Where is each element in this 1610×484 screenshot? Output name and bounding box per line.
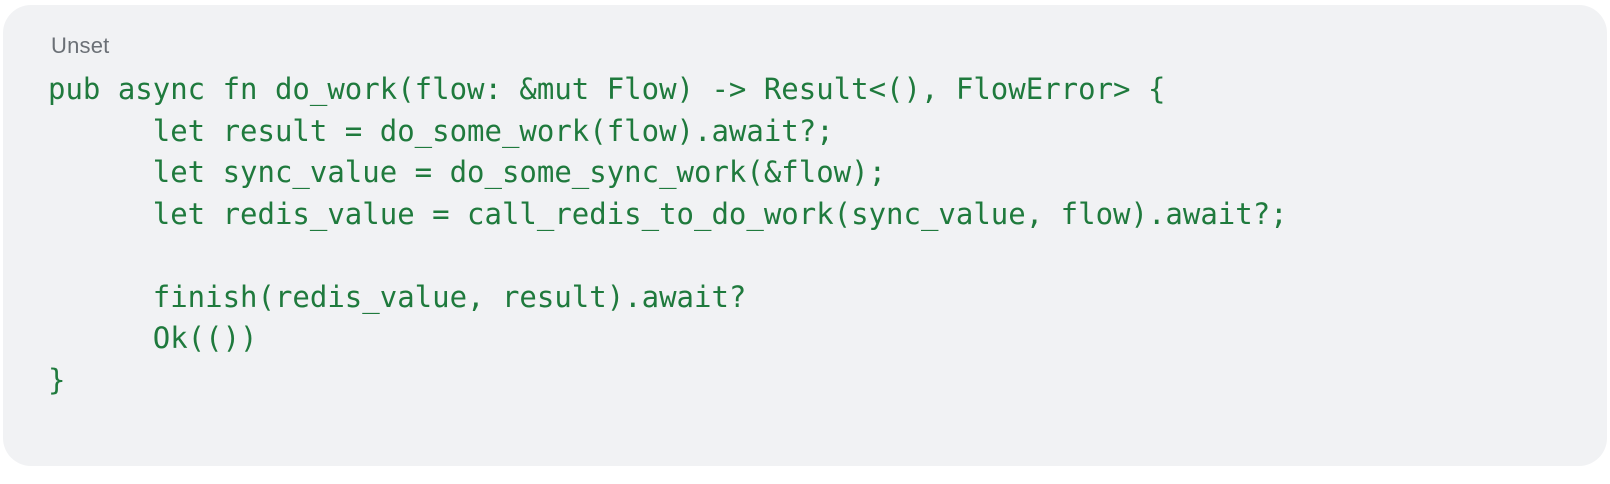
code-line: finish(redis_value, result).await? — [48, 279, 747, 314]
code-line: let redis_value = call_redis_to_do_work(… — [48, 196, 1288, 231]
code-line: pub async fn do_work(flow: &mut Flow) ->… — [48, 72, 1166, 106]
code-lines-container: pub async fn do_work(flow: &mut Flow) ->… — [48, 69, 1567, 401]
code-line: } — [48, 362, 66, 397]
code-line: let result = do_some_work(flow).await?; — [48, 113, 834, 148]
code-panel: Unset pub async fn do_work(flow: &mut Fl… — [3, 5, 1607, 466]
code-language-label: Unset — [51, 33, 110, 58]
code-content[interactable]: pub async fn do_work(flow: &mut Flow) ->… — [48, 69, 1567, 401]
code-line: let sync_value = do_some_sync_work(&flow… — [48, 155, 887, 189]
code-line-blank — [48, 235, 1567, 277]
code-line: Ok(()) — [48, 321, 258, 355]
